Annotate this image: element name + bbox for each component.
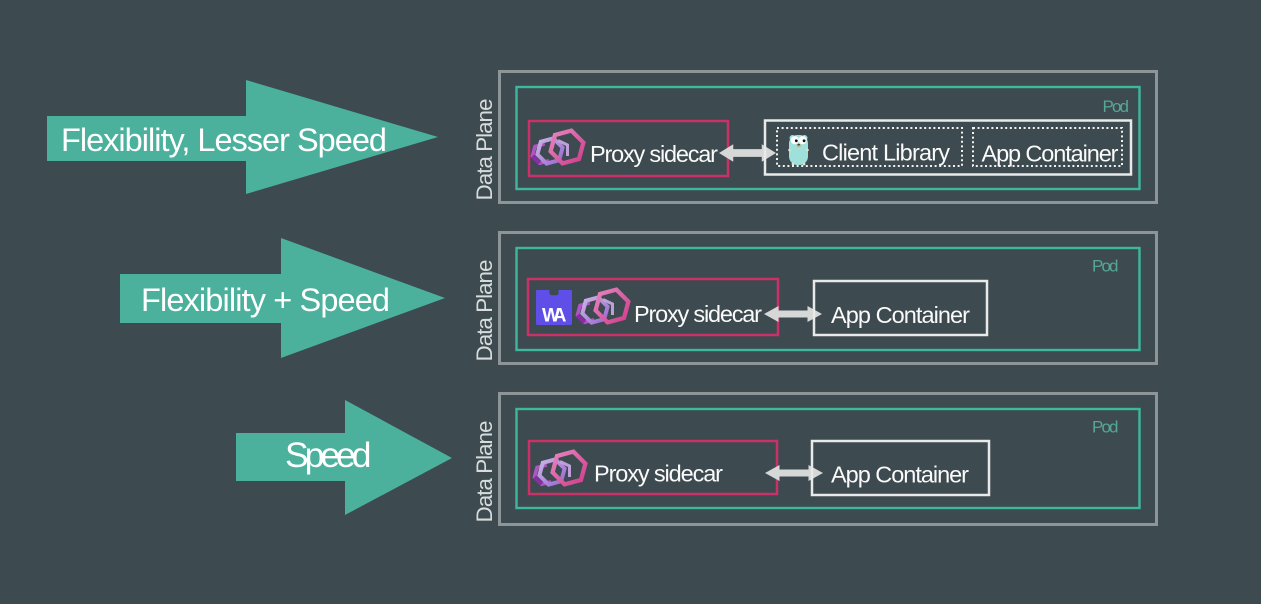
svg-text:Data Plane: Data Plane [472,421,497,523]
svg-text:Proxy sidecar: Proxy sidecar [594,461,723,487]
svg-text:App Container: App Container [982,141,1119,167]
svg-text:Speed: Speed [285,435,372,475]
svg-text:Data Plane: Data Plane [472,260,497,362]
svg-text:WA: WA [542,306,567,327]
svg-text:Client Library: Client Library [822,140,950,166]
svg-text:Proxy sidecar: Proxy sidecar [590,141,718,167]
svg-text:Flexibility, Lesser Speed: Flexibility, Lesser Speed [61,122,387,158]
svg-text:Pod: Pod [1092,257,1119,276]
svg-text:Data Plane: Data Plane [472,99,497,201]
svg-text:Flexibility + Speed: Flexibility + Speed [141,282,390,318]
svg-text:App Container: App Container [831,462,969,488]
svg-text:App Container: App Container [831,302,970,328]
svg-text:Pod: Pod [1103,97,1130,116]
svg-text:Pod: Pod [1092,418,1119,437]
svg-text:Proxy sidecar: Proxy sidecar [634,301,762,327]
